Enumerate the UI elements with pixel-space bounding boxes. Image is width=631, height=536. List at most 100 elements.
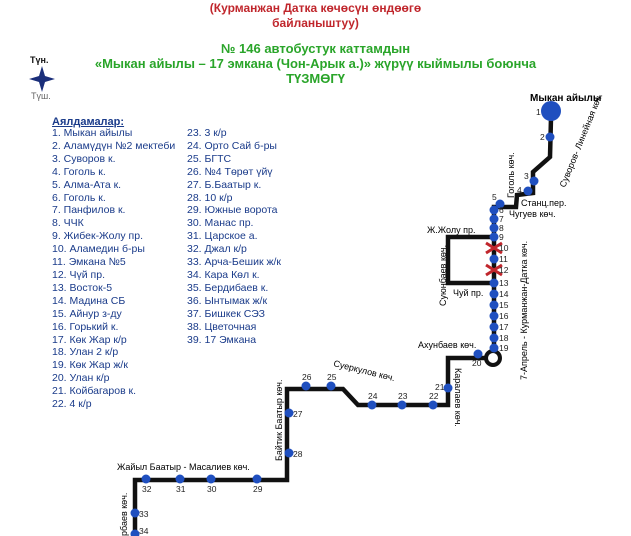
bus-stop-marker — [545, 132, 555, 142]
legend-item: 11. Эмкана №5 — [52, 256, 126, 269]
stop-number: 23 — [398, 391, 408, 401]
bus-stop-marker — [141, 474, 151, 484]
stop-number: 31 — [176, 484, 186, 494]
legend-item: 1. Мыкан айылы — [52, 127, 133, 139]
bus-stop-marker — [489, 214, 499, 224]
street-suerkulov: Суеркулов көч. — [333, 358, 397, 383]
legend-item: 10. Аламедин б-ры — [52, 243, 145, 256]
stop-number: 19 — [499, 343, 509, 353]
bus-stop-marker — [367, 400, 377, 410]
bus-stop-marker — [489, 254, 499, 264]
legend-item: 17. Көк Жар к/р — [52, 333, 127, 346]
stop-number: 15 — [499, 300, 509, 310]
notice-line-2: байланыштуу) — [272, 16, 359, 30]
legend-item: 4. Гоголь к. — [52, 165, 106, 178]
stop-number: 5 — [492, 192, 497, 202]
legend-item: 28. 10 к/р — [187, 191, 233, 204]
legend-item: 6. Гоголь к. — [52, 191, 106, 204]
bus-stop-marker — [489, 343, 499, 353]
stop-number: 32 — [142, 484, 152, 494]
legend-item: 27. Б.Баатыр к. — [187, 178, 262, 191]
legend-item: 14. Мадина СБ — [52, 294, 126, 307]
street-akhunbaev: Ахунбаев көч. — [418, 340, 476, 350]
bus-stop-marker — [301, 381, 311, 391]
bus-stop-marker — [523, 186, 533, 196]
stop-number: 34 — [139, 526, 149, 536]
bus-stop-marker — [206, 474, 216, 484]
legend-item: 30. Манас пр. — [187, 217, 254, 230]
stop-number: 7 — [499, 214, 504, 224]
turnaround-ring — [484, 349, 502, 367]
bus-stop-marker — [175, 474, 185, 484]
street-suvorov: Суворов- Линейная көч. — [558, 92, 605, 189]
street-baitik: Байтик Баатыр көч. — [274, 380, 284, 461]
stop-number: 8 — [499, 223, 504, 233]
stop-number: 21 — [435, 382, 445, 392]
street-berdibaev: рбаев көч. — [119, 493, 129, 536]
closed-stop-icon — [485, 241, 503, 255]
stop-number: 10 — [499, 243, 509, 253]
legend-item: 18. Улан 2 к/р — [52, 346, 119, 359]
stop-number: 9 — [499, 232, 504, 242]
title-line-3: ТҮЗМӨГҮ — [286, 71, 345, 86]
bus-stop-marker — [428, 400, 438, 410]
stop-number: 11 — [499, 254, 508, 264]
legend-item: 32. Джал к/р — [187, 243, 247, 256]
title-line-1: № 146 автобустук каттамдын — [220, 41, 411, 56]
stop-number: 24 — [368, 391, 378, 401]
street-chui: Чуй пр. — [453, 288, 483, 298]
legend-item: 8. ЧЧК — [52, 217, 84, 230]
bus-stop-marker — [397, 400, 407, 410]
stop-number: 28 — [293, 449, 303, 459]
street-masaliev: Жайыл Баатыр - Масалиев көч. — [117, 462, 250, 472]
legend-item: 15. Айнур з-ду — [52, 307, 122, 320]
legend-item: 22. 4 к/р — [52, 398, 92, 411]
bus-stop-marker — [284, 448, 294, 458]
bus-stop-marker — [489, 311, 499, 321]
stop-number: 26 — [302, 372, 312, 382]
bus-stop-marker — [489, 322, 499, 332]
legend-item: 3. Суворов к. — [52, 152, 116, 165]
legend-item: 33. Арча-Бешик ж/к — [187, 256, 281, 269]
bus-stop-marker — [443, 383, 453, 393]
legend-item: 21. Койбагаров к. — [52, 385, 137, 398]
notice-line-1: (Курманжан Датка көчөсүн өндөөгө — [209, 1, 422, 15]
legend-item: 26. №4 Төрөт үйү — [187, 165, 273, 178]
legend-item: 9. Жибек-Жолу пр. — [52, 230, 143, 243]
legend-item: 2. Аламүдүн №2 мектеби — [52, 139, 176, 152]
street-suyunbaev: Суюнбаев көч. — [438, 245, 448, 306]
street-kurmanjan: 7-Апрель - Курманжан-Датка көч. — [519, 241, 529, 380]
bus-stop-marker — [130, 529, 140, 536]
bus-stop-marker — [489, 223, 499, 233]
legend-item: 34. Кара Көл к. — [187, 268, 260, 281]
route-line — [132, 117, 554, 536]
stop-number: 17 — [499, 322, 509, 332]
legend-item: 37. Бишкек СЭЗ — [187, 307, 265, 320]
stop-number: 13 — [499, 278, 509, 288]
bus-stop-marker — [473, 349, 483, 359]
stop-number: 27 — [293, 409, 303, 419]
bus-stop-marker — [495, 199, 505, 209]
legend-item: 24. Орто Сай б-ры — [187, 139, 277, 152]
street-chuguev: Чугуев көч. — [509, 209, 556, 219]
title-line-2: «Мыкан айылы – 17 эмкана (Чон-Арык а.)» … — [94, 56, 537, 71]
bus-stop-marker — [489, 289, 499, 299]
legend-item: 20. Улан к/р — [52, 372, 110, 385]
bus-stop-marker — [489, 232, 499, 242]
stop-number: 18 — [499, 333, 509, 343]
stop-number: 3 — [524, 171, 529, 181]
stop-number: 4 — [517, 185, 522, 195]
stop-number: 25 — [327, 372, 337, 382]
legend-item: 12. Чүй пр. — [52, 268, 105, 281]
legend-item: 36. Ынтымак ж/к — [187, 294, 268, 307]
bus-stop-marker — [252, 474, 262, 484]
bus-stop-marker — [489, 300, 499, 310]
compass-south-label: Түш. — [31, 91, 51, 101]
legend-item: 38. Цветочная — [187, 320, 257, 333]
legend-item: 35. Бердибаев к. — [187, 281, 269, 294]
stop-number: 29 — [253, 484, 263, 494]
bus-stop-marker — [489, 278, 499, 288]
street-stanc: Станц.пер. — [521, 198, 567, 208]
legend-item: 39. 17 Эмкана — [187, 333, 257, 346]
street-gogol: Гоголь көч. — [506, 152, 516, 198]
